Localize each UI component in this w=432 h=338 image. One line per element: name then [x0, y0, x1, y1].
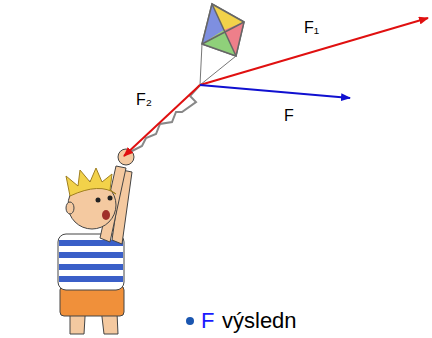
force-arrow	[124, 85, 200, 156]
force-arrow	[200, 18, 428, 85]
caption-text: výsledn	[222, 310, 297, 332]
force-label: F₂	[136, 92, 152, 108]
resultant-symbol: F	[201, 310, 214, 332]
bullet-dot	[186, 317, 194, 325]
force-label: F	[284, 108, 294, 124]
kite	[200, 4, 244, 85]
force-label: F₁	[304, 20, 319, 36]
resultant-arrow	[200, 85, 350, 98]
boy-figure	[58, 149, 134, 334]
